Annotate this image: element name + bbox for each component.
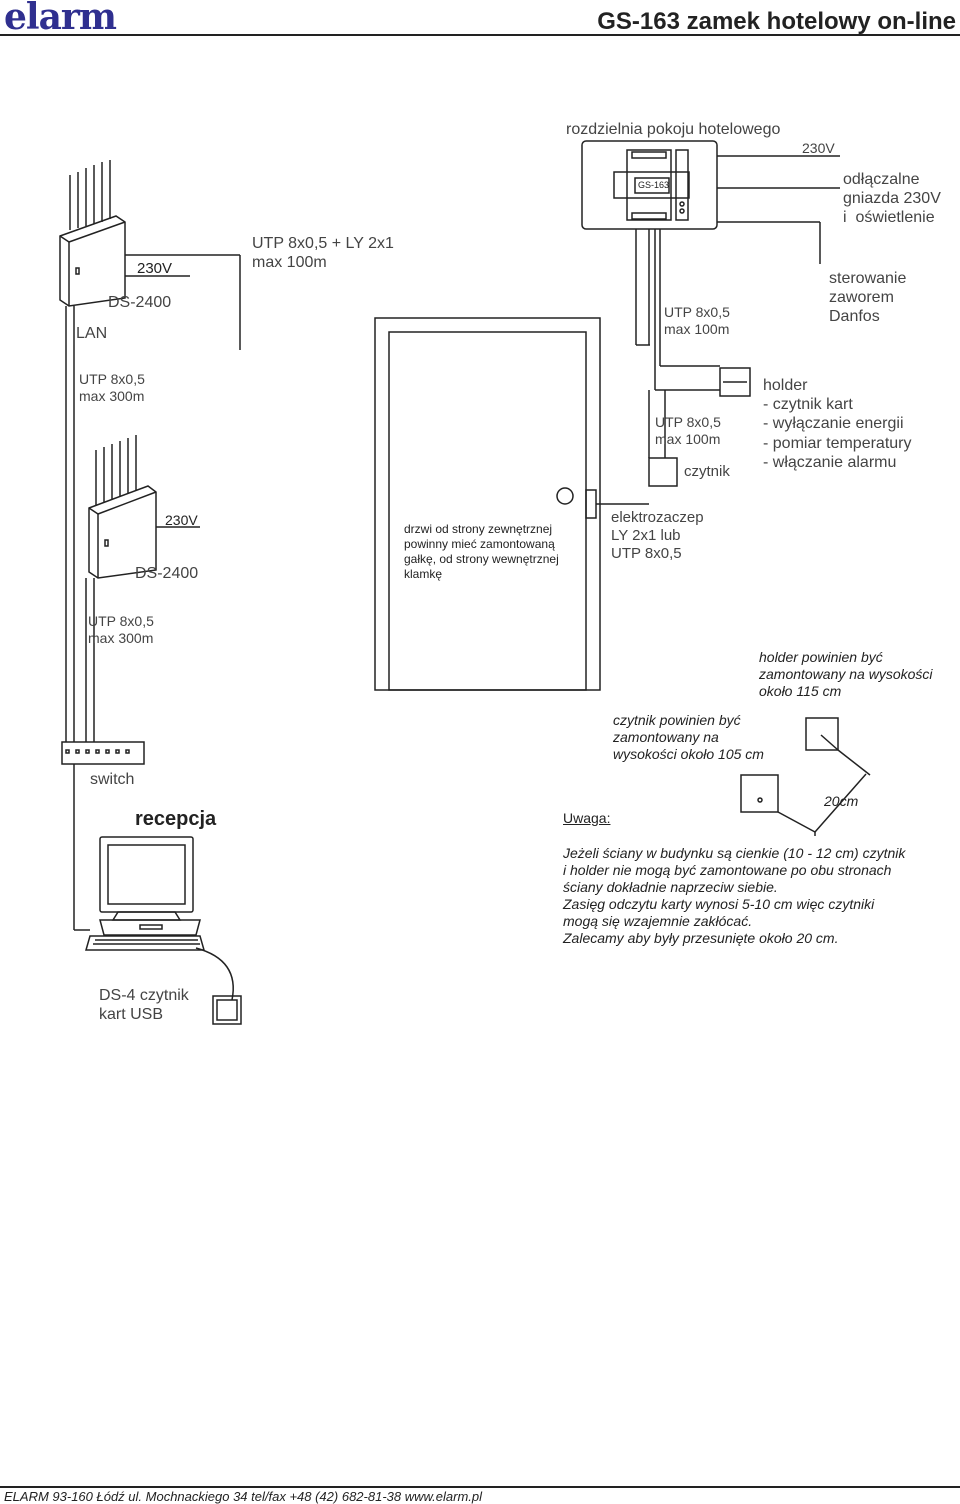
mid-230v-label: 230V <box>165 512 198 528</box>
top-ds2400-label: DS-2400 <box>108 294 172 311</box>
footer-rule <box>0 1486 960 1488</box>
reader-illustration <box>740 774 779 813</box>
holder-label: holder - czytnik kart - wyłączanie energ… <box>763 377 912 471</box>
room-panel-box <box>581 140 718 230</box>
holder-height-note: holder powinien być zamontowany na wysok… <box>759 649 933 699</box>
utp-panel-label: UTP 8x0,5 max 100m <box>664 304 730 337</box>
device-label: GS-163 <box>638 180 670 190</box>
reader-box <box>648 457 678 487</box>
utp-ly-label: UTP 8x0,5 + LY 2x1 max 100m <box>252 235 394 272</box>
top-ds2400-cabinet <box>59 160 126 307</box>
panel-230v-label: 230V <box>802 140 835 156</box>
utp-reader-label: UTP 8x0,5 max 100m <box>655 414 721 447</box>
switch-box <box>61 741 145 765</box>
holder-illustration <box>805 717 839 751</box>
reader-label: czytnik <box>684 463 730 480</box>
sockets-label: odłączalne gniazda 230V i oświetlenie <box>843 171 941 227</box>
utp-300-label-2: UTP 8x0,5 max 300m <box>88 613 154 646</box>
header-rule <box>0 34 960 36</box>
usb-reader-label: DS-4 czytnik kart USB <box>99 987 189 1024</box>
valve-label: sterowanie zaworem Danfos <box>829 270 907 326</box>
wall-thickness-note: Jeżeli ściany w budynku są cienkie (10 -… <box>563 845 906 947</box>
footer-text: ELARM 93-160 Łódź ul. Mochnackiego 34 te… <box>4 1489 483 1504</box>
elarm-logo: elarm <box>4 0 117 38</box>
switch-label: switch <box>90 771 135 788</box>
distance-label: 20cm <box>824 793 859 809</box>
reader-height-note: czytnik powinien być zamontowany na wyso… <box>613 712 764 762</box>
holder-box <box>719 367 751 397</box>
computer <box>85 836 205 951</box>
door <box>374 317 649 691</box>
mid-ds2400-cabinet <box>88 435 157 579</box>
uwaga-label: Uwaga: <box>563 810 611 826</box>
door-note: drzwi od strony zewnętrznej powinny mieć… <box>404 522 559 581</box>
room-panel-label: rozdzielnia pokoju hotelowego <box>566 121 781 138</box>
lan-label: LAN <box>76 325 108 342</box>
mid-ds2400-label: DS-2400 <box>135 565 199 582</box>
reception-label: recepcja <box>135 808 217 830</box>
page-title: GS-163 zamek hotelowy on-line <box>597 8 956 35</box>
top-230v-label: 230V <box>137 260 173 277</box>
usb-reader-box <box>212 995 242 1025</box>
strike-label: elektrozaczep LY 2x1 lub UTP 8x0,5 <box>611 509 704 562</box>
utp-300-label-1: UTP 8x0,5 max 300m <box>79 371 145 404</box>
